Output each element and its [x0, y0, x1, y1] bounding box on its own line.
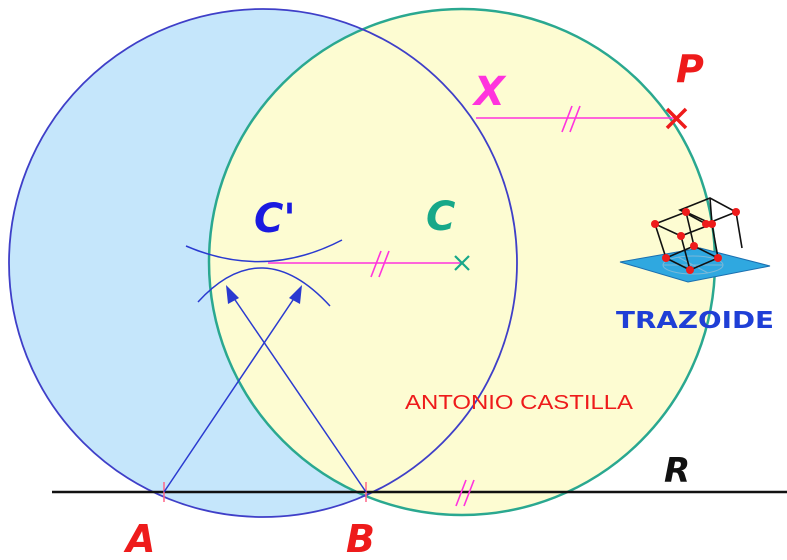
point-p-marker [665, 107, 688, 130]
parallel-mark-xp [561, 105, 581, 133]
label-p: P [676, 47, 704, 91]
author-credit: ANTONIO CASTILLA [405, 392, 634, 414]
segment-b-to-c-prime [228, 290, 367, 493]
trazoide-logo-text: TRAZOIDE [616, 308, 774, 334]
arrowhead-right [289, 285, 302, 304]
segment-a-to-c-prime [163, 290, 300, 493]
trazoide-logo-icon [619, 197, 771, 283]
arrowhead-left [226, 285, 239, 304]
label-x: X [471, 69, 507, 115]
label-c-prime: C' [254, 196, 296, 242]
label-r: R [664, 451, 690, 491]
parallel-mark-r [455, 479, 475, 507]
label-c: C [426, 194, 455, 240]
construction-arc-upper [185, 239, 343, 263]
blue-circle-outline [8, 8, 518, 518]
label-a: A [123, 517, 155, 560]
point-c-marker [454, 255, 470, 271]
parallel-mark-cc [370, 250, 390, 278]
construction-arc-lower [197, 267, 331, 307]
label-b: B [346, 517, 375, 560]
